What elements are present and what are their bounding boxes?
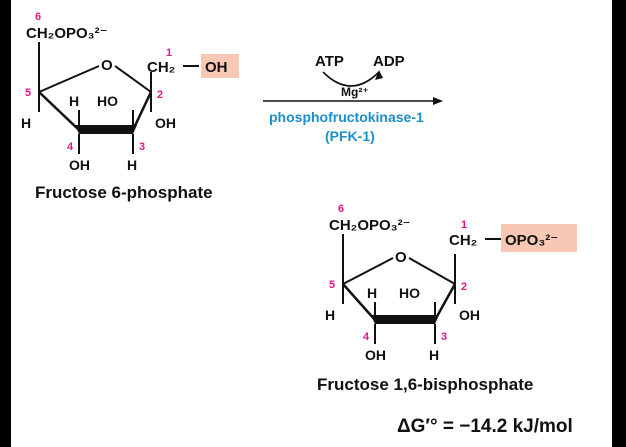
cofactor-arrowhead bbox=[375, 70, 383, 80]
product-c5-hydrogen: H bbox=[325, 307, 335, 323]
c1-hydroxyl-highlight bbox=[201, 54, 239, 78]
ring-bond-c2-c3 bbox=[131, 91, 153, 131]
locant-4: 4 bbox=[67, 141, 74, 153]
product-locant-4: 4 bbox=[363, 331, 370, 343]
product-ring-bond-c2-c3 bbox=[433, 283, 457, 321]
locant-6: 6 bbox=[35, 11, 41, 23]
reactant-name: Fructose 6-phosphate bbox=[35, 183, 213, 202]
c6-phosphate-group: CH₂OPO₃²⁻ bbox=[26, 25, 108, 42]
c4-hydrogen: H bbox=[69, 93, 79, 109]
ring-bond-o-c2 bbox=[114, 65, 152, 93]
reaction-arrow-group: ATP ADP Mg²⁺ phosphofructokinase-1 (PFK-… bbox=[263, 53, 443, 144]
product-name: Fructose 1,6-bisphosphate bbox=[317, 375, 533, 394]
locant-3: 3 bbox=[139, 141, 145, 153]
product-locant-3: 3 bbox=[441, 331, 447, 343]
product-locant-5: 5 bbox=[329, 279, 335, 291]
product-c3-hydroxyl-up: HO bbox=[399, 285, 420, 301]
reaction-diagram: 6 CH₂OPO₃²⁻ O 1 CH₂ bbox=[21, 11, 577, 437]
product-locant-1: 1 bbox=[461, 219, 467, 231]
product-c1-phosphate: OPO₃²⁻ bbox=[505, 232, 558, 249]
c1-group: CH₂ bbox=[147, 59, 175, 76]
free-energy-change: ΔG′° = −14.2 kJ/mol bbox=[397, 416, 573, 437]
c2-hydroxyl: OH bbox=[155, 115, 176, 131]
ring-bond-c5-c4 bbox=[38, 91, 80, 131]
c1-phosphate-highlight bbox=[501, 224, 577, 252]
c4-hydroxyl: OH bbox=[69, 157, 90, 173]
c5-hydrogen: H bbox=[21, 115, 31, 131]
product-c6-phosphate-group: CH₂OPO₃²⁻ bbox=[329, 217, 411, 234]
c3-hydrogen: H bbox=[127, 157, 137, 173]
product-ring-bond-o-c2 bbox=[408, 257, 456, 285]
product-ring-oxygen: O bbox=[395, 249, 407, 266]
product-c1-group: CH₂ bbox=[449, 232, 477, 249]
product-c4-hydroxyl: OH bbox=[365, 347, 386, 363]
fructose-1-6-bisphosphate-structure: 6 CH₂OPO₃²⁻ O 1 CH₂ OPO₃²⁻ 5 2 4 3 H bbox=[317, 203, 577, 394]
c3-hydroxyl-up: HO bbox=[97, 93, 118, 109]
locant-1: 1 bbox=[166, 47, 172, 59]
ring-bond-c4-c3-bold bbox=[75, 125, 137, 134]
product-locant-2: 2 bbox=[461, 281, 467, 293]
fructose-6-phosphate-structure: 6 CH₂OPO₃²⁻ O 1 CH₂ bbox=[21, 11, 239, 202]
locant-2: 2 bbox=[157, 89, 163, 101]
adp-label: ADP bbox=[373, 53, 405, 70]
ring-bond-c5-o bbox=[38, 65, 100, 93]
reaction-arrowhead bbox=[433, 97, 443, 105]
ring-oxygen: O bbox=[101, 57, 113, 74]
product-c4-hydrogen: H bbox=[367, 285, 377, 301]
product-ring-bond-c5-c4 bbox=[342, 283, 376, 321]
product-ring-bond-c5-o bbox=[342, 257, 394, 285]
enzyme-name: phosphofructokinase-1 bbox=[269, 109, 424, 125]
locant-5: 5 bbox=[25, 87, 31, 99]
product-c3-hydrogen: H bbox=[429, 347, 439, 363]
product-ring-bond-c4-c3-bold bbox=[371, 315, 439, 324]
product-locant-6: 6 bbox=[338, 203, 344, 215]
cofactor-curved-arrow bbox=[322, 71, 380, 87]
product-c2-hydroxyl: OH bbox=[459, 307, 480, 323]
atp-label: ATP bbox=[315, 53, 344, 70]
magnesium-label: Mg²⁺ bbox=[341, 85, 369, 99]
slide-panel: 6 CH₂OPO₃²⁻ O 1 CH₂ bbox=[11, 0, 612, 447]
enzyme-abbreviation: (PFK-1) bbox=[325, 128, 375, 144]
c1-hydroxyl: OH bbox=[205, 59, 228, 76]
